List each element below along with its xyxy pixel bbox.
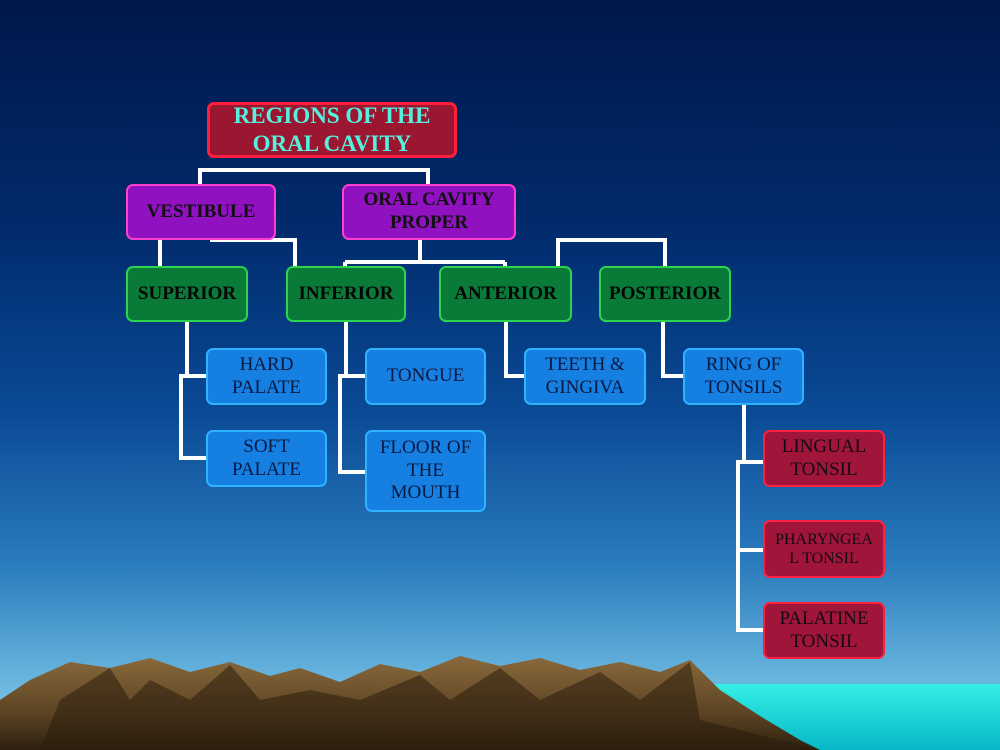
connector-ring (736, 404, 764, 632)
node-palatine-tonsil: PALATINE TONSIL (763, 602, 885, 659)
connector-root (198, 168, 430, 185)
connector-anterior (504, 322, 526, 378)
node-regions-of-the-oral-cavity: REGIONS OF THE ORAL CAVITY (207, 102, 457, 158)
connector-vestibule-inferior (210, 238, 297, 268)
connector-superior (179, 322, 207, 460)
node-soft-palate: SOFT PALATE (206, 430, 327, 487)
node-teeth-gingiva: TEETH & GINGIVA (524, 348, 646, 405)
node-tongue: TONGUE (365, 348, 486, 405)
node-floor-of-the-mouth: FLOOR OF THE MOUTH (365, 430, 486, 512)
node-pharyngeal-tonsil: PHARYNGEA L TONSIL (763, 520, 885, 578)
mountain-ridges (40, 662, 820, 750)
node-oral-cavity-proper: ORAL CAVITY PROPER (342, 184, 516, 240)
node-vestibule: VESTIBULE (126, 184, 276, 240)
node-lingual-tonsil: LINGUAL TONSIL (763, 430, 885, 487)
node-ring-of-tonsils: RING OF TONSILS (683, 348, 804, 405)
node-anterior: ANTERIOR (439, 266, 572, 322)
node-superior: SUPERIOR (126, 266, 248, 322)
node-inferior: INFERIOR (286, 266, 406, 322)
connector-proper (343, 240, 507, 268)
connector-posterior (661, 322, 685, 378)
connector-proper-posterior (556, 238, 667, 268)
connector-inferior (338, 322, 366, 474)
node-posterior: POSTERIOR (599, 266, 731, 322)
node-hard-palate: HARD PALATE (206, 348, 327, 405)
